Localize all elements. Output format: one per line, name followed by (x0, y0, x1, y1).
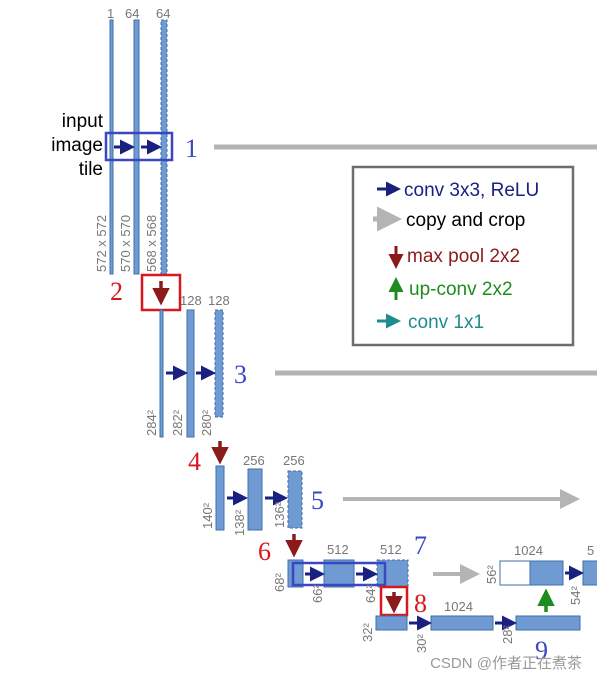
feature-map-input (109, 19, 114, 275)
feature-map-bottom-b (515, 615, 581, 631)
feature-map-l3-a (247, 468, 263, 531)
feature-map-dec4-a (582, 560, 597, 586)
channel-label-128a: 128 (180, 293, 202, 308)
highlight-box-7 (291, 561, 387, 587)
legend-pool-label: max pool 2x2 (407, 246, 520, 267)
step-number-7: 7 (414, 531, 427, 560)
input-label-line-3: tile (79, 159, 103, 180)
dim-label-66: 66² (310, 584, 325, 603)
input-label-line-2: image (51, 135, 103, 156)
feature-map-bottom-a (430, 615, 494, 631)
step-number-6: 6 (258, 537, 271, 566)
channel-label-1024b: 1024 (514, 543, 543, 558)
step-number-3: 3 (234, 360, 247, 389)
dim-label-138: 138² (232, 509, 247, 536)
legend-upconv-label: up-conv 2x2 (409, 279, 513, 300)
dim-label-32: 32² (360, 623, 375, 642)
dim-label-54: 54² (568, 586, 583, 605)
feature-map-l2-a (186, 309, 195, 438)
dim-label-568: 568 x 568 (144, 215, 159, 272)
channel-label-512b: 512 (380, 542, 402, 557)
feature-map-l1-a (133, 19, 140, 275)
channel-label-512c: 5 (587, 543, 594, 558)
dim-label-28: 28² (500, 625, 515, 644)
feature-map-l3-in (215, 465, 225, 531)
dim-label-280: 280² (199, 409, 214, 436)
legend-conv1-label: conv 1x1 (408, 312, 484, 333)
channel-label-1024a: 1024 (444, 599, 473, 614)
dim-label-68: 68² (272, 573, 287, 592)
feature-map-l2-in (159, 309, 164, 438)
feature-map-l3-b (287, 470, 303, 529)
input-label-line-1: input (62, 111, 104, 132)
dim-label-136: 136² (272, 501, 287, 528)
channel-label-256b: 256 (283, 453, 305, 468)
up-conv-map (529, 560, 564, 586)
step-number-1: 1 (185, 134, 198, 163)
channel-label-256a: 256 (243, 453, 265, 468)
step-number-5: 5 (311, 486, 324, 515)
watermark: CSDN @作者正在煮茶 (430, 655, 582, 672)
legend-copy-label: copy and crop (406, 210, 525, 231)
dim-label-282: 282² (170, 409, 185, 436)
channel-label-512a: 512 (327, 542, 349, 557)
channel-label-128b: 128 (208, 293, 230, 308)
dim-label-56: 56² (484, 565, 499, 584)
legend-conv-label: conv 3x3, ReLU (404, 180, 539, 201)
channel-label-in: 1 (107, 6, 114, 21)
dim-label-140: 140² (200, 502, 215, 529)
channel-label-64b: 64 (156, 6, 170, 21)
dim-label-572: 572 x 572 (94, 215, 109, 272)
highlight-box-8 (379, 585, 409, 617)
highlight-box-1 (104, 131, 174, 162)
step-number-4: 4 (188, 447, 201, 476)
dim-label-30: 30² (414, 634, 429, 653)
feature-map-l1-b (160, 19, 168, 275)
cropped-copy-map (499, 560, 531, 586)
feature-map-bottom-in (375, 615, 408, 631)
step-number-8: 8 (414, 589, 427, 618)
channel-label-64a: 64 (125, 6, 139, 21)
dim-label-64: 64² (363, 584, 378, 603)
dim-label-570: 570 x 570 (118, 215, 133, 272)
feature-map-l2-b (214, 309, 224, 418)
step-number-9: 9 (535, 636, 548, 665)
dim-label-284: 284² (144, 409, 159, 436)
step-number-2: 2 (110, 277, 123, 306)
